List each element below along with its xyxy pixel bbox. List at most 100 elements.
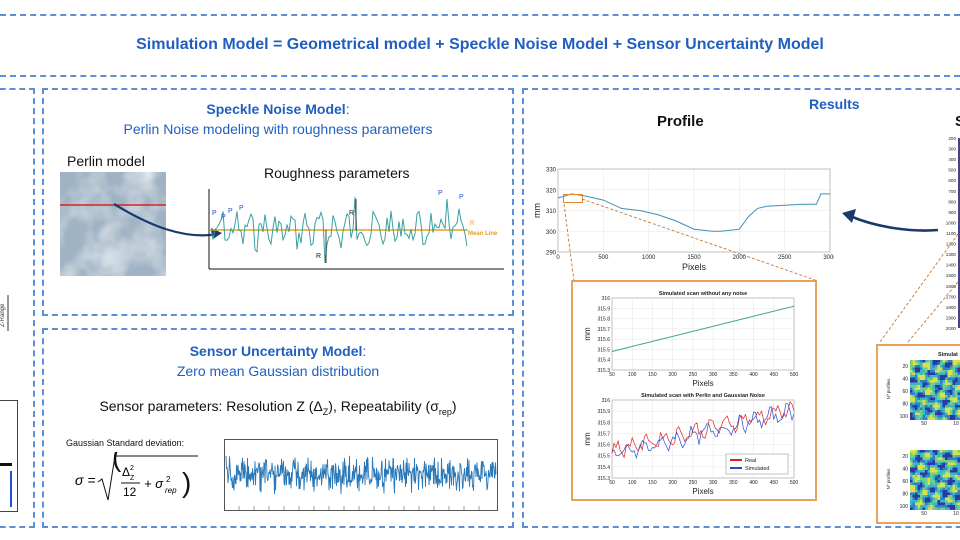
heatmap-cell xyxy=(957,405,960,408)
heatmap-cell xyxy=(915,410,918,413)
heatmap-cell xyxy=(942,392,945,395)
heatmap-cell xyxy=(945,415,948,418)
heatmap-cell xyxy=(950,475,953,478)
heatmap-cell xyxy=(947,462,950,465)
heatmap-cell xyxy=(930,360,933,363)
heatmap-cell xyxy=(955,465,958,468)
heatmap-cell xyxy=(935,390,938,393)
heatmap-cell xyxy=(957,385,960,388)
heatmap-cell xyxy=(950,462,953,465)
heatmap-cell xyxy=(947,480,950,483)
heatmap-cell xyxy=(920,470,923,473)
plot-frame xyxy=(611,297,795,371)
x-tick-label: 100 xyxy=(628,480,637,486)
perlin-svg xyxy=(60,172,166,276)
heatmap-cell xyxy=(942,367,945,370)
heatmap-cell xyxy=(952,380,955,383)
heatmap-cell xyxy=(927,367,930,370)
heatmap-cell xyxy=(932,385,935,388)
annot-pn: P xyxy=(459,194,464,201)
heatmap-cell xyxy=(922,485,925,488)
heatmap-cell xyxy=(920,505,923,508)
annot-rv: R xyxy=(316,253,321,260)
heatmap-cell xyxy=(917,492,920,495)
heatmap-cell xyxy=(917,400,920,403)
heatmap-cell xyxy=(932,407,935,410)
heatmap-cell xyxy=(945,470,948,473)
heatmap-cell xyxy=(955,505,958,508)
heatmap-cell xyxy=(922,370,925,373)
heatmap-cell xyxy=(927,370,930,373)
heatmap-cell xyxy=(947,475,950,478)
heatmap-cell xyxy=(920,412,923,415)
z-range-label: Z-Range xyxy=(0,295,12,331)
heatmap-cell xyxy=(942,395,945,398)
heatmap-cell xyxy=(910,395,913,398)
heatmap-cell xyxy=(940,480,943,483)
heatmap-cell xyxy=(937,490,940,493)
heatmap-cell xyxy=(942,452,945,455)
x-tick-label: 2500 xyxy=(778,255,792,261)
heatmap-cell xyxy=(945,367,948,370)
heatmap-cell xyxy=(932,412,935,415)
heatmap-cell xyxy=(915,377,918,380)
heatmap-cell xyxy=(915,405,918,408)
heatmap-cell xyxy=(947,377,950,380)
heatmap-cell xyxy=(917,415,920,418)
heatmap-cell xyxy=(915,375,918,378)
heatmap-cell xyxy=(930,375,933,378)
heatmap-cell xyxy=(950,362,953,365)
heatmap-cell xyxy=(930,485,933,488)
heatmap-cell xyxy=(952,367,955,370)
heatmap-cell xyxy=(927,505,930,508)
heatmap-cell xyxy=(940,407,943,410)
heatmap-cell xyxy=(957,462,960,465)
heatmap-cell xyxy=(920,485,923,488)
heatmap-cell xyxy=(930,460,933,463)
heatmap-cell xyxy=(950,417,953,420)
heatmap-cell xyxy=(950,502,953,505)
heatmap-cell xyxy=(920,472,923,475)
heatmap-cell xyxy=(917,477,920,480)
mini-x-tick: 50 xyxy=(921,511,927,517)
heatmap-cell xyxy=(925,370,928,373)
heatmap-cell xyxy=(912,365,915,368)
heatmap-cell xyxy=(922,490,925,493)
heatmap-cell xyxy=(937,485,940,488)
heatmap-cell xyxy=(937,495,940,498)
heatmap-cell xyxy=(920,377,923,380)
heatmap-cell xyxy=(955,497,958,500)
heatmap-cell xyxy=(952,385,955,388)
heatmap-cell xyxy=(937,457,940,460)
heatmap-cell xyxy=(950,370,953,373)
heatmap-cell xyxy=(922,390,925,393)
heatmap-cell xyxy=(957,502,960,505)
heatmap-cell xyxy=(910,385,913,388)
heatmap-cell xyxy=(922,500,925,503)
heatmap-cell xyxy=(930,417,933,420)
heatmap-cell xyxy=(912,380,915,383)
heatmap-cell xyxy=(910,462,913,465)
heatmap-cell xyxy=(952,417,955,420)
heatmap-cell xyxy=(957,390,960,393)
heatmap-cell xyxy=(910,392,913,395)
y-tick-label: 310 xyxy=(546,209,557,215)
heatmap-cell xyxy=(952,365,955,368)
y-axis-label: mm xyxy=(532,203,542,218)
heatmap-cell xyxy=(957,417,960,420)
heatmap-cell xyxy=(942,377,945,380)
heatmap-cell xyxy=(945,455,948,458)
heatmap-cell xyxy=(922,475,925,478)
heatmap-cell xyxy=(945,407,948,410)
heatmap-cell xyxy=(917,502,920,505)
heatmap-cell xyxy=(912,465,915,468)
heatmap-cell xyxy=(912,375,915,378)
y-tick-label: 315.9 xyxy=(597,409,610,415)
heatmap-cell xyxy=(917,360,920,363)
heatmap-cell xyxy=(932,365,935,368)
heatmap-cell xyxy=(915,402,918,405)
heatmap-cell xyxy=(955,390,958,393)
heatmap-cell xyxy=(917,497,920,500)
heatmap-cell xyxy=(947,395,950,398)
heatmap-cell xyxy=(937,500,940,503)
